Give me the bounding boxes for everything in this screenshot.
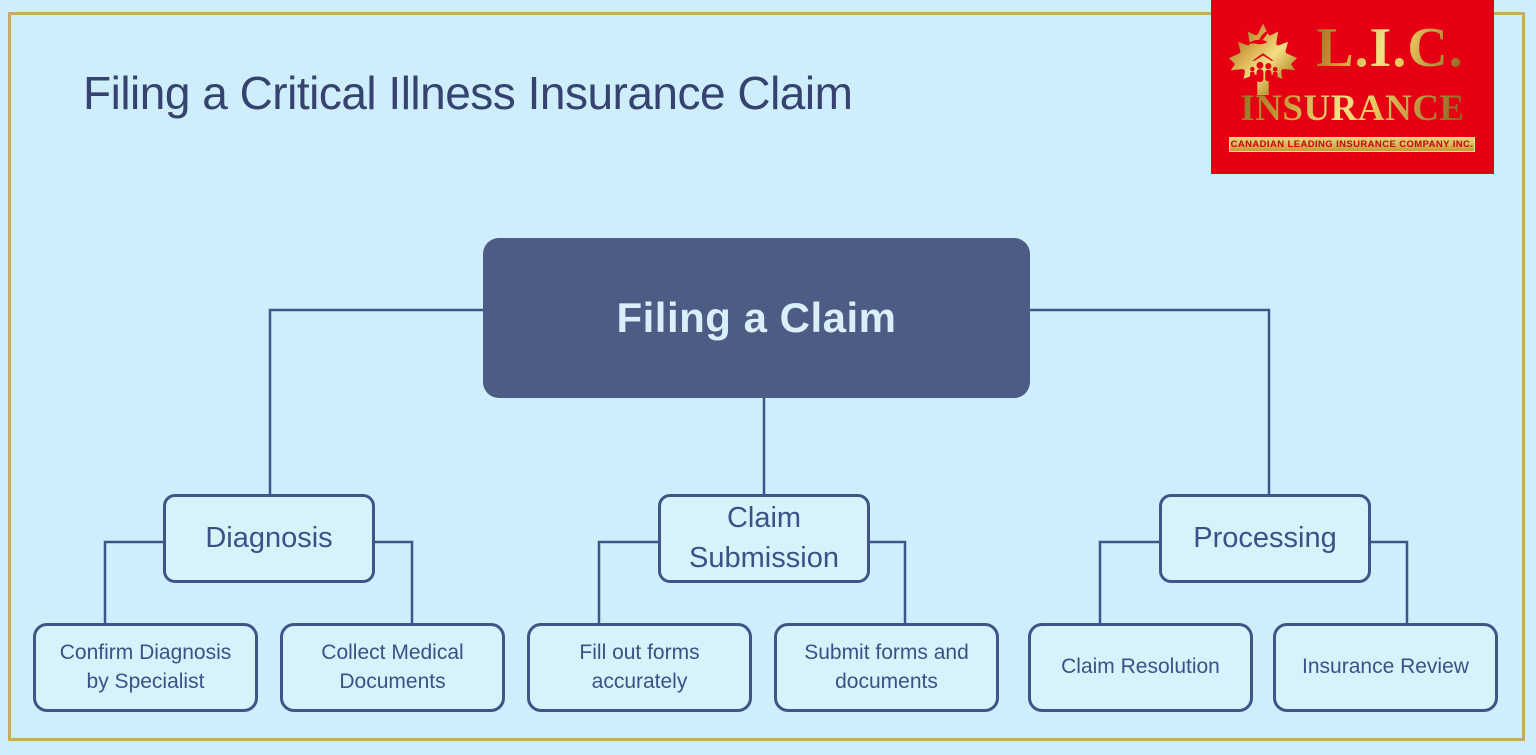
root-node-label: Filing a Claim <box>616 294 897 341</box>
logo-name: INSURANCE <box>1219 86 1486 132</box>
leaf-node-insurance-review: Insurance Review <box>1273 623 1498 712</box>
leaf-node-submit-forms-and-documents: Submit forms and documents <box>774 623 999 712</box>
branch-node-claim-submission: Claim Submission <box>658 494 870 583</box>
leaf-node-label: Fill out forms accurately <box>579 641 700 693</box>
leaf-node-confirm-diagnosis-by-specialist: Confirm Diagnosis by Specialist <box>33 623 258 712</box>
logo-tagline-banner: CANADIAN LEADING INSURANCE COMPANY INC. <box>1229 137 1475 152</box>
leaf-node-label: Claim Resolution <box>1061 655 1220 679</box>
root-node-filing-a-claim: Filing a Claim <box>483 238 1030 398</box>
leaf-node-label: Collect Medical Documents <box>321 641 464 693</box>
leaf-node-label: Confirm Diagnosis by Specialist <box>59 641 232 693</box>
company-logo: L.I.C. INSURANCE CANADIAN LEADING INSURA… <box>1211 0 1494 174</box>
branch-node-diagnosis: Diagnosis <box>163 494 375 583</box>
family-silhouette <box>1245 30 1278 83</box>
branch-node-processing: Processing <box>1159 494 1371 583</box>
logo-acronym: L.I.C. <box>1299 12 1481 84</box>
leaf-node-label: Submit forms and documents <box>804 641 969 693</box>
maple-leaf-family-icon <box>1228 23 1298 95</box>
branch-node-label: Diagnosis <box>205 521 333 554</box>
leaf-node-fill-out-forms-accurately: Fill out forms accurately <box>527 623 752 712</box>
leaf-node-label: Insurance Review <box>1302 655 1469 679</box>
leaf-node-collect-medical-documents: Collect Medical Documents <box>280 623 505 712</box>
page-title: Filing a Critical Illness Insurance Clai… <box>83 67 853 119</box>
leaf-node-claim-resolution: Claim Resolution <box>1028 623 1253 712</box>
branch-node-label: Processing <box>1193 521 1337 554</box>
branch-node-label: Claim Submission <box>689 502 839 574</box>
